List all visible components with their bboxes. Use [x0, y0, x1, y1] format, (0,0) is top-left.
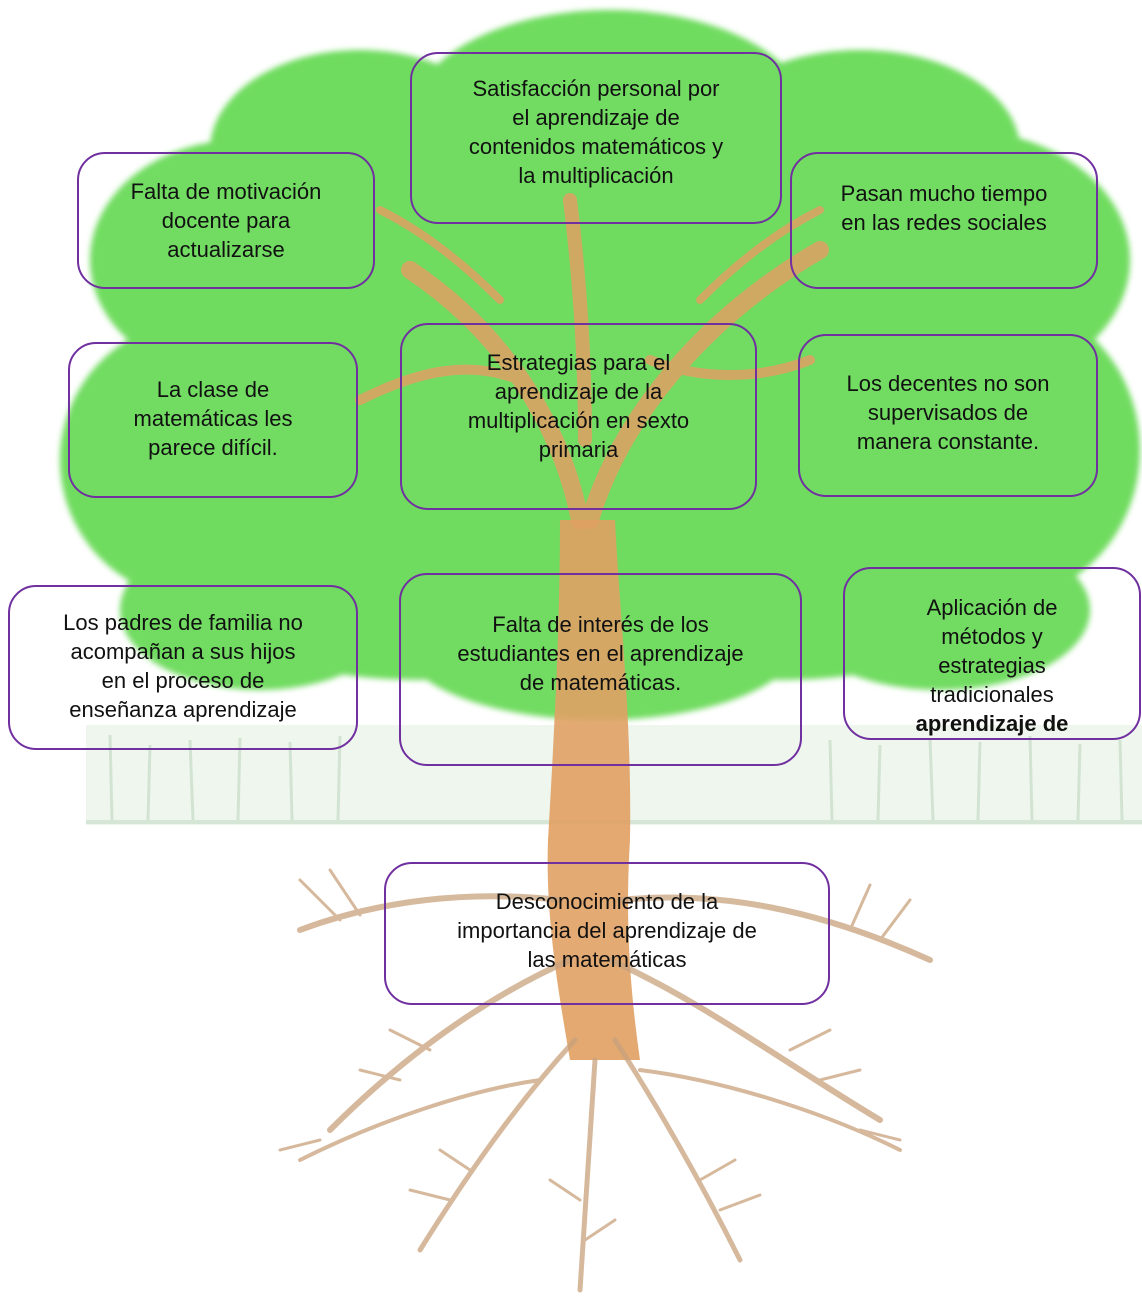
box-clase-dificil: La clase de matemáticas les parece difíc… — [68, 342, 358, 498]
box-falta-interes: Falta de interés de los estudiantes en e… — [399, 573, 802, 766]
box-clase-text: La clase de matemáticas les parece difíc… — [133, 377, 293, 460]
box-decentes-text: Los decentes no son supervisados de mane… — [846, 371, 1050, 454]
box-estrategias-central: Estrategias para el aprendizaje de la mu… — [400, 323, 757, 510]
box-satisfaccion-text: Satisfacción personal por el aprendizaje… — [468, 76, 724, 188]
box-docentes-supervisados: Los decentes no son supervisados de mane… — [798, 334, 1098, 497]
box-desconocimiento: Desconocimiento de la importancia del ap… — [384, 862, 830, 1005]
box-redes-text: Pasan mucho tiempo en las redes sociales — [840, 181, 1048, 235]
box-interes-text: Falta de interés de los estudiantes en e… — [457, 612, 744, 695]
box-falta-motivacion: Falta de motivación docente para actuali… — [77, 152, 375, 289]
box-aplicacion-text: Aplicación de métodos y estrategias trad… — [926, 595, 1058, 707]
tree-branches — [355, 193, 829, 529]
box-estrategias-text: Estrategias para el aprendizaje de la mu… — [467, 350, 690, 462]
tree-trunk — [547, 520, 640, 1060]
box-satisfaccion-personal: Satisfacción personal por el aprendizaje… — [410, 52, 782, 224]
box-aplicacion-overflow-text: aprendizaje de — [915, 711, 1069, 736]
box-desconocimiento-text: Desconocimiento de la importancia del ap… — [457, 889, 757, 972]
box-padres-familia: Los padres de familia no acompañan a sus… — [8, 585, 358, 750]
box-redes-sociales: Pasan mucho tiempo en las redes sociales — [790, 152, 1098, 289]
box-padres-text: Los padres de familia no acompañan a sus… — [63, 610, 303, 722]
tree-roots — [278, 868, 933, 1293]
box-motivacion-text: Falta de motivación docente para actuali… — [130, 179, 322, 262]
box-metodos-tradicionales: Aplicación de métodos y estrategias trad… — [843, 567, 1141, 740]
